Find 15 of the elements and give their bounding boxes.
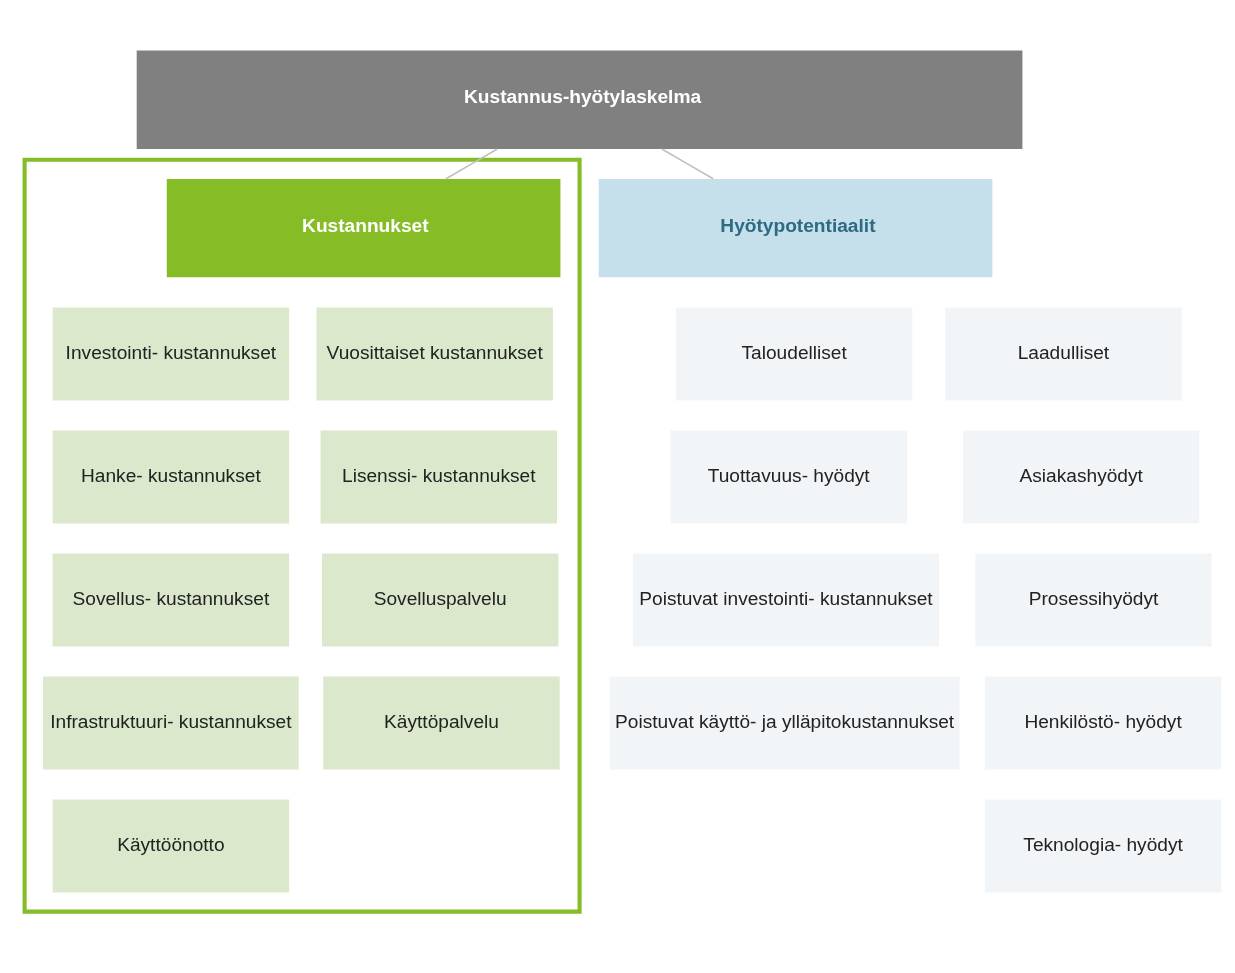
node-box: Sovelluspalvelu: [321, 553, 559, 647]
node-box: Lisenssi- kustannukset: [320, 430, 557, 524]
node-box: Käyttöönotto: [52, 799, 290, 893]
node-box: Investointi- kustannukset: [52, 307, 290, 401]
node-box: Kustannus-hyötylaskelma: [136, 50, 1023, 149]
node-box: Vuosittaiset kustannukset: [316, 307, 553, 401]
node-box: Hyötypotentiaalit: [598, 178, 993, 278]
cluster: [22, 157, 582, 914]
connector: [661, 148, 714, 180]
node-box: Käyttöpalvelu: [323, 676, 560, 770]
connector: [445, 148, 499, 180]
node-box: Infrastruktuuri- kustannukset: [43, 676, 299, 770]
node-box: Sovellus- kustannukset: [52, 553, 290, 647]
node-box: Kustannukset: [166, 178, 561, 278]
node-box: Hanke- kustannukset: [52, 430, 290, 524]
